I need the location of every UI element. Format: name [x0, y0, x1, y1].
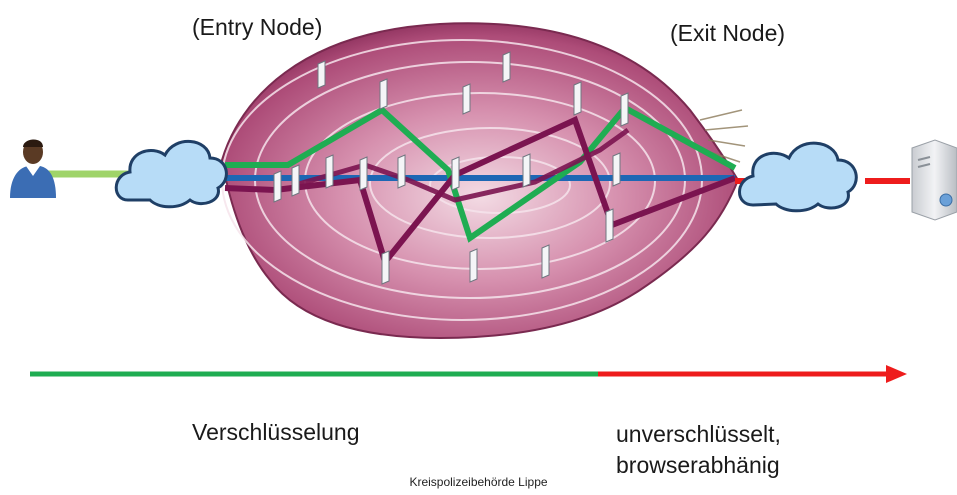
relay-node-icon	[606, 209, 613, 242]
relay-node-icon	[452, 157, 459, 190]
relay-node-icon	[613, 153, 620, 186]
relay-node-icon	[360, 157, 367, 190]
relay-node-icon	[274, 171, 281, 202]
relay-node-icon	[398, 155, 405, 188]
relay-node-icon	[621, 93, 628, 126]
relay-node-icon	[503, 52, 510, 82]
arrow-icon	[30, 365, 907, 383]
relay-node-icon	[292, 165, 299, 196]
entry-node-label: (Entry Node)	[192, 14, 322, 41]
relay-node-icon	[382, 251, 389, 284]
footer-credit: Kreispolizeibehörde Lippe	[0, 475, 957, 489]
cloud-icon	[116, 141, 226, 206]
relay-node-icon	[326, 155, 333, 188]
unencrypted-label: unverschlüsselt, browserabhänig	[616, 419, 781, 481]
relay-node-icon	[574, 82, 581, 115]
exit-node-label: (Exit Node)	[670, 20, 785, 47]
cloud-icon	[740, 143, 857, 211]
user-icon	[10, 139, 56, 198]
relay-node-icon	[470, 249, 477, 282]
relay-node-icon	[380, 79, 387, 109]
server-icon	[912, 140, 957, 220]
relay-node-icon	[523, 154, 530, 187]
encryption-label: Verschlüsselung	[192, 419, 360, 446]
relay-node-icon	[542, 245, 549, 278]
unencrypted-label-line1: unverschlüsselt,	[616, 419, 781, 450]
relay-node-icon	[318, 61, 325, 88]
relay-node-icon	[463, 84, 470, 114]
